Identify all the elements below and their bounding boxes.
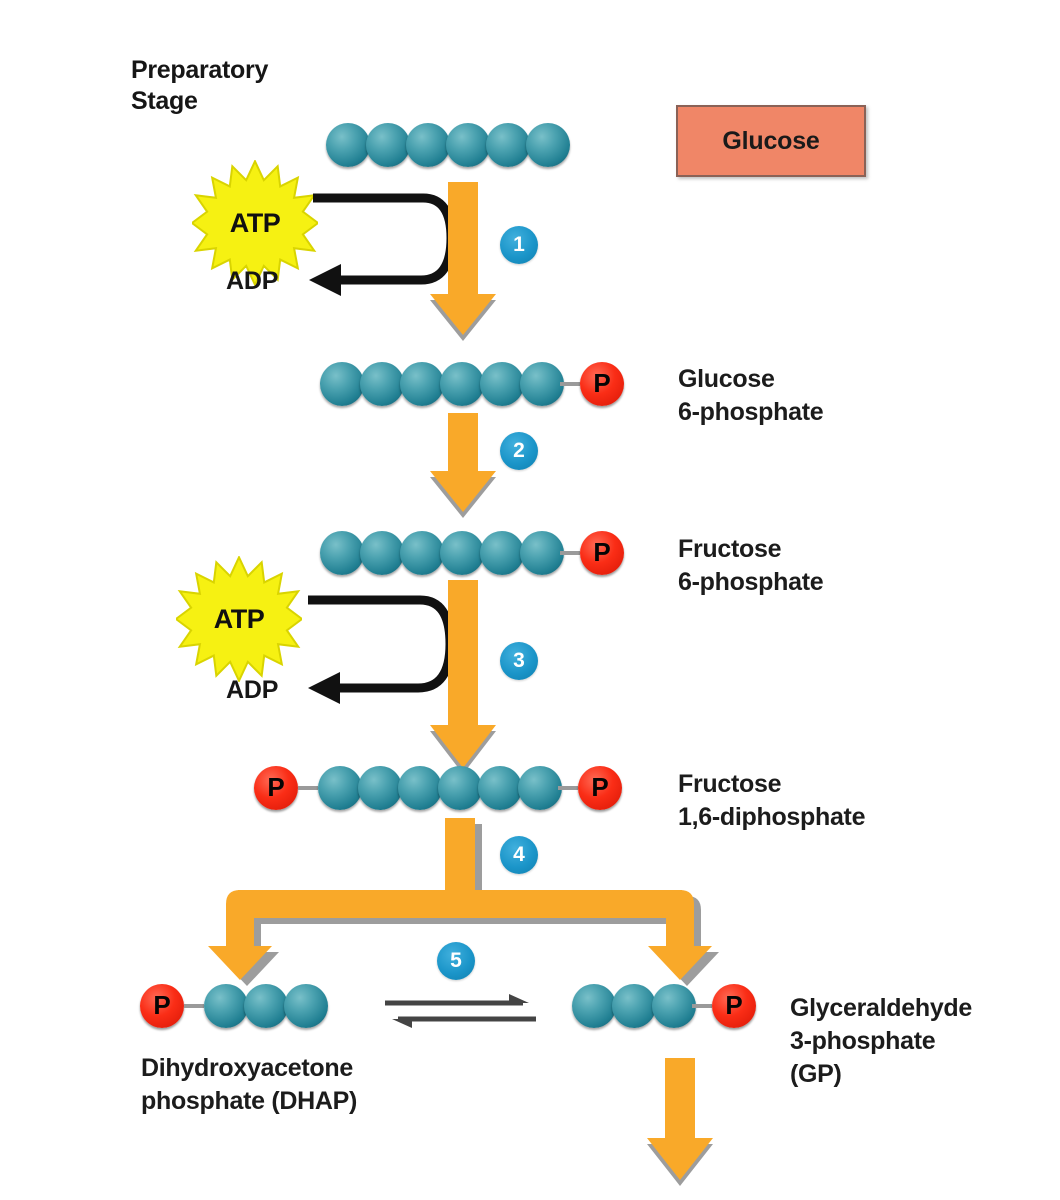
- bond-line: [298, 786, 318, 790]
- carbon-sphere: [518, 766, 562, 810]
- label-glucose-6-phosphate: Glucose 6-phosphate: [678, 365, 824, 426]
- molecule-fructose-1-6-diphosphate: P P: [254, 766, 622, 810]
- carbon-sphere: [244, 984, 288, 1028]
- carbon-sphere: [318, 766, 362, 810]
- reaction-arrow-continue: [645, 1058, 725, 1193]
- stage-header: Preparatory Stage: [131, 56, 269, 115]
- carbon-sphere: [406, 123, 450, 167]
- phosphate-glyph: P: [267, 772, 285, 802]
- label-fructose-1-6-diphosphate: Fructose 1,6-diphosphate: [678, 770, 866, 831]
- carbon-sphere: [320, 531, 364, 575]
- carbon-sphere: [526, 123, 570, 167]
- label-glyceraldehyde-3-phosphate: Glyceraldehyde 3-phosphate (GP): [790, 994, 973, 1088]
- phosphate-group: P: [578, 766, 622, 810]
- step-badge-3: 3: [500, 642, 538, 680]
- adp-label-2: ADP: [226, 676, 279, 704]
- reaction-arrow-1: [428, 182, 506, 347]
- reaction-arrow-2: [428, 413, 506, 523]
- carbon-sphere: [446, 123, 490, 167]
- phosphate-group: P: [712, 984, 756, 1028]
- atp-starburst-2: ATP: [176, 556, 302, 682]
- carbon-sphere: [520, 531, 564, 575]
- equilibrium-arrows: [383, 992, 538, 1034]
- phosphate-glyph: P: [725, 990, 743, 1020]
- bond-line: [560, 382, 580, 386]
- molecule-glyceraldehyde-3-phosphate: P: [572, 984, 756, 1028]
- carbon-sphere: [358, 766, 402, 810]
- carbon-sphere: [284, 984, 328, 1028]
- adp-label-1: ADP: [226, 267, 279, 295]
- carbon-sphere: [438, 766, 482, 810]
- carbon-sphere: [486, 123, 530, 167]
- molecule-fructose-6-phosphate: P: [320, 531, 624, 575]
- step-number: 1: [513, 233, 525, 256]
- carbon-sphere: [204, 984, 248, 1028]
- phosphate-glyph: P: [153, 990, 171, 1020]
- molecule-glucose: [326, 123, 570, 167]
- carbon-sphere: [326, 123, 370, 167]
- bond-line: [560, 551, 580, 555]
- phosphate-group: P: [140, 984, 184, 1028]
- carbon-sphere: [366, 123, 410, 167]
- step-number: 4: [513, 843, 525, 866]
- carbon-sphere: [440, 362, 484, 406]
- carbon-sphere: [572, 984, 616, 1028]
- carbon-sphere: [652, 984, 696, 1028]
- phosphate-group: P: [254, 766, 298, 810]
- carbon-sphere: [400, 362, 444, 406]
- carbon-sphere: [400, 531, 444, 575]
- phosphate-glyph: P: [593, 537, 611, 567]
- reaction-arrow-3: [428, 580, 506, 780]
- molecule-glucose-6-phosphate: P: [320, 362, 624, 406]
- bond-line: [558, 786, 578, 790]
- carbon-sphere: [360, 362, 404, 406]
- glucose-legend-label: Glucose: [722, 126, 820, 155]
- phosphate-glyph: P: [591, 772, 609, 802]
- carbon-sphere: [612, 984, 656, 1028]
- carbon-sphere: [320, 362, 364, 406]
- bond-line: [692, 1004, 712, 1008]
- label-dhap: Dihydroxyacetone phosphate (DHAP): [141, 1054, 358, 1115]
- step-number: 2: [513, 439, 525, 462]
- step-number: 3: [513, 649, 525, 672]
- carbon-sphere: [398, 766, 442, 810]
- carbon-sphere: [480, 362, 524, 406]
- phosphate-group: P: [580, 362, 624, 406]
- carbon-sphere: [440, 531, 484, 575]
- step-badge-4: 4: [500, 836, 538, 874]
- carbon-sphere: [360, 531, 404, 575]
- step-badge-2: 2: [500, 432, 538, 470]
- carbon-sphere: [478, 766, 522, 810]
- carbon-sphere: [480, 531, 524, 575]
- carbon-sphere: [520, 362, 564, 406]
- phosphate-group: P: [580, 531, 624, 575]
- bond-line: [184, 1004, 204, 1008]
- label-fructose-6-phosphate: Fructose 6-phosphate: [678, 535, 824, 596]
- step-badge-1: 1: [500, 226, 538, 264]
- step-badge-5: 5: [437, 942, 475, 980]
- reaction-split-arrow-4: [178, 818, 738, 986]
- step-number: 5: [450, 949, 462, 972]
- phosphate-glyph: P: [593, 368, 611, 398]
- glucose-legend-box: Glucose: [676, 105, 866, 177]
- molecule-dhap: P: [140, 984, 328, 1028]
